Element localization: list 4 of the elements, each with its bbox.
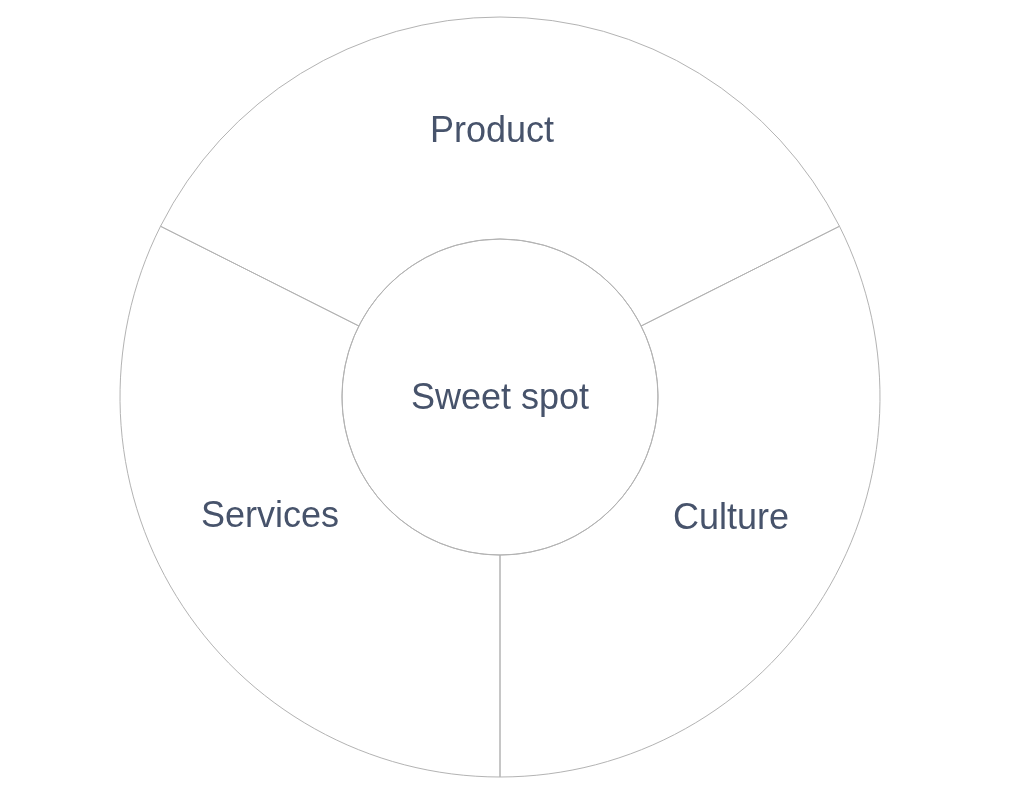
segment-label: Product — [429, 109, 555, 151]
segment-label: Services — [201, 494, 339, 536]
center-label: Sweet spot — [410, 376, 590, 418]
segment-label: Culture — [672, 496, 790, 538]
